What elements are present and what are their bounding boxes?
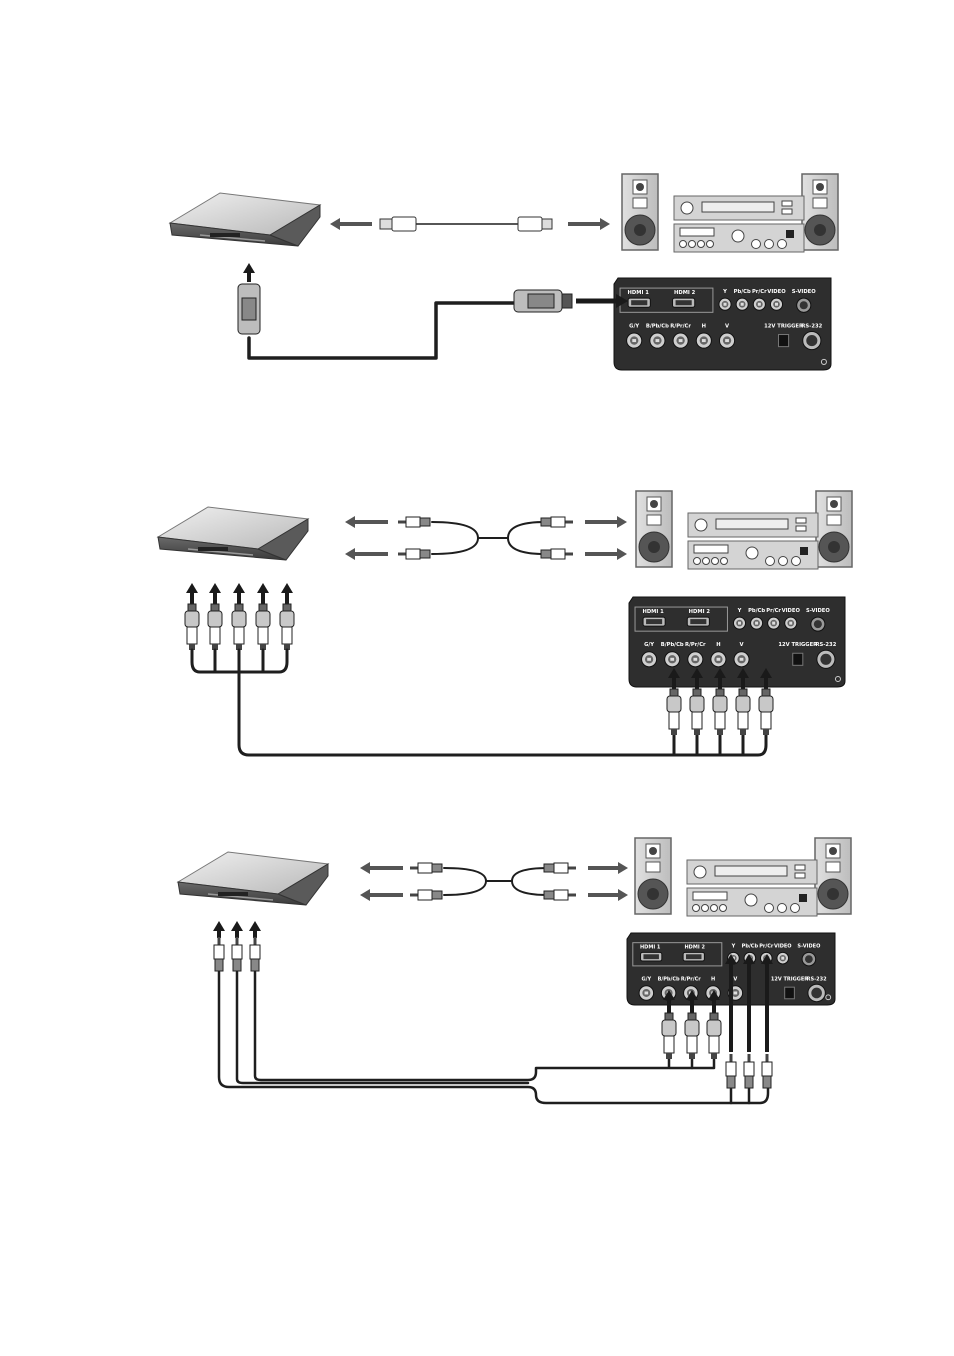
cable: [235, 970, 530, 1085]
bnc-plug-icon: [669, 688, 679, 697]
s-video-label: S-VIDEO: [797, 944, 821, 950]
top-port-label-3: VIDEO: [767, 289, 786, 295]
cable: [507, 521, 546, 555]
bnc-plug-icon: [282, 603, 292, 612]
top-port-label-3: VIDEO: [782, 608, 801, 614]
rca-plug-icon: [729, 1054, 733, 1062]
bnc-plug-icon: [210, 603, 220, 612]
bnc-plug-icon: [692, 688, 702, 697]
bnc-port-label-3: H: [702, 323, 706, 329]
rca-component-cable: [213, 921, 773, 1105]
rca-plug-icon: [235, 937, 239, 945]
hdmi-2-label: HDMI 2: [674, 290, 696, 296]
hdmi-1-label: HDMI 1: [628, 290, 650, 296]
cable: [511, 867, 549, 896]
top-port-label-2: Pr/Cr: [759, 944, 774, 950]
bnc-plug-icon: [664, 1012, 674, 1021]
bnc-cable-set-1: [184, 583, 774, 757]
bnc-plug-icon: [258, 603, 268, 612]
hdmi-2-label: HDMI 2: [689, 609, 711, 615]
bnc-port-label-4: V: [739, 642, 744, 648]
top-port-label-2: Pr/Cr: [766, 608, 781, 614]
bnc-plug-icon: [709, 1012, 719, 1021]
rca-plug-icon: [565, 552, 573, 556]
dvd-player-icon: [168, 192, 322, 247]
trigger-port: [784, 986, 795, 1000]
cable: [237, 670, 768, 757]
trigger-port: [792, 652, 804, 666]
hdmi-cable: [237, 263, 628, 360]
bnc-port-label-2: R/Pr/Cr: [685, 642, 706, 648]
hifi-system-icon: [634, 837, 852, 917]
trigger-label: 12V TRIGGER: [771, 976, 808, 982]
bnc-port-label-3: H: [716, 642, 720, 648]
rs232-label: RS-232: [815, 642, 836, 648]
bnc-port-label-0: G/Y: [642, 976, 652, 982]
top-port-label-1: Pb/Cb: [742, 944, 759, 950]
bnc-port-label-4: V: [733, 976, 737, 982]
rca-plug-icon: [398, 520, 406, 524]
hifi-system-icon: [635, 490, 853, 570]
dvd-player-icon: [176, 851, 330, 906]
hdmi-1-label: HDMI 1: [640, 944, 661, 950]
top-port-label-0: Y: [731, 944, 736, 950]
bnc-port-label-1: B/Pb/Cb: [646, 323, 669, 329]
rca-plug-icon: [568, 866, 576, 870]
rca-plug-icon: [253, 937, 257, 945]
rs232-label: RS-232: [807, 976, 828, 982]
top-port-label-0: Y: [737, 608, 742, 614]
rca-plug-icon: [565, 520, 573, 524]
top-port-label-1: Pb/Cb: [734, 289, 751, 295]
bnc-port-label-3: H: [711, 976, 715, 982]
top-port-label-2: Pr/Cr: [752, 289, 767, 295]
trigger-label: 12V TRIGGER: [778, 642, 817, 648]
cable: [247, 301, 522, 360]
bnc-port-label-2: R/Pr/Cr: [670, 323, 691, 329]
hdmi-1-label: HDMI 1: [642, 609, 664, 615]
bnc-port-label-4: V: [725, 323, 730, 329]
rca-plug-icon: [765, 1054, 769, 1062]
cable: [443, 867, 487, 896]
cable: [217, 970, 770, 1105]
bnc-port-label-1: B/Pb/Cb: [661, 642, 684, 648]
bnc-port-label-0: G/Y: [629, 323, 639, 329]
bnc-plug-icon: [234, 603, 244, 612]
cable: [253, 970, 670, 1082]
rs232-label: RS-232: [801, 323, 822, 329]
audio-cable-1: [330, 216, 610, 232]
bnc-port-label-2: R/Pr/Cr: [681, 976, 701, 982]
rca-plug-icon: [217, 937, 221, 945]
bnc-port-label-0: G/Y: [644, 642, 654, 648]
audio-cable-3: [360, 862, 628, 901]
bnc-plug-icon: [715, 688, 725, 697]
s-video-label: S-VIDEO: [806, 608, 830, 614]
audio-cable-2: [345, 516, 627, 560]
hdmi-2-label: HDMI 2: [684, 944, 705, 950]
trigger-port: [778, 334, 790, 348]
bnc-plug-icon: [738, 688, 748, 697]
rca-plug-icon: [410, 893, 418, 897]
top-port-label-0: Y: [722, 289, 727, 295]
dvd-player-icon: [156, 506, 310, 561]
trigger-label: 12V TRIGGER: [764, 323, 803, 329]
rca-plug-icon: [747, 1054, 751, 1062]
rca-plug-icon: [410, 866, 418, 870]
hifi-system-icon: [621, 173, 839, 253]
audio-plug-icon: [379, 218, 393, 230]
bnc-plug-icon: [761, 688, 771, 697]
rca-plug-icon: [398, 552, 406, 556]
cable: [431, 521, 479, 555]
s-video-label: S-VIDEO: [792, 289, 816, 295]
bnc-plug-icon: [187, 603, 197, 612]
bnc-port-label-1: B/Pb/Cb: [658, 976, 680, 982]
top-port-label-1: Pb/Cb: [748, 608, 765, 614]
bnc-plug-icon: [687, 1012, 697, 1021]
top-port-label-3: VIDEO: [774, 944, 792, 950]
rca-plug-icon: [568, 893, 576, 897]
